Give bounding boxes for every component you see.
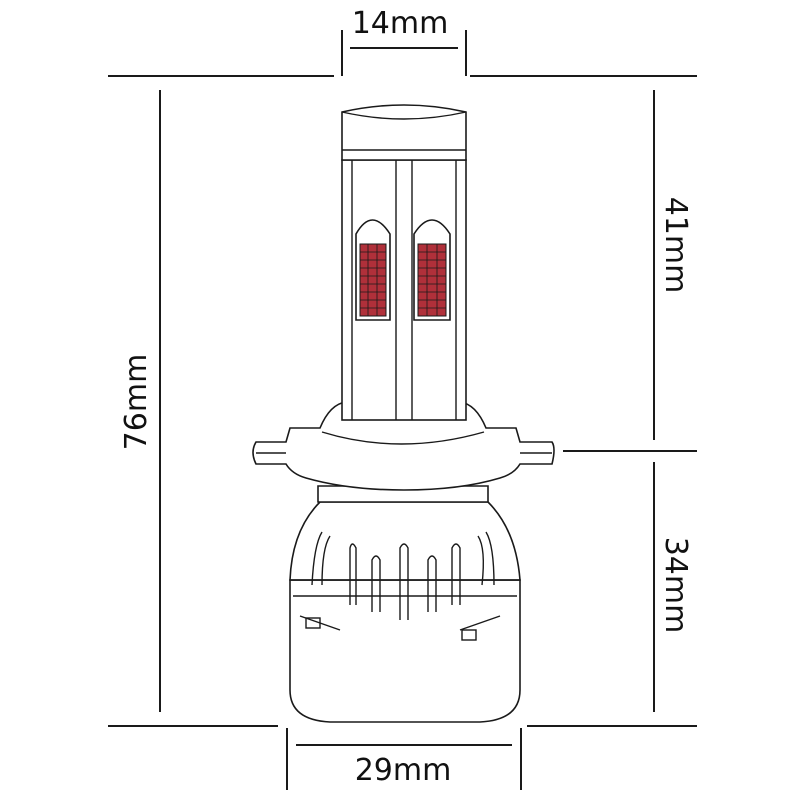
label-lower-height: 34mm <box>658 537 693 634</box>
dimension-upper-height: 41mm <box>653 90 693 440</box>
led-bulb <box>252 104 555 723</box>
bulb-heatsink <box>289 501 521 723</box>
label-top-width: 14mm <box>352 6 449 41</box>
dimension-lower-height: 34mm <box>653 462 693 712</box>
bulb-collar <box>317 485 489 503</box>
dimension-base-width: 29mm <box>286 728 522 790</box>
label-upper-height: 41mm <box>658 197 693 294</box>
dimension-top-width: 14mm <box>108 6 697 77</box>
label-total-height: 76mm <box>119 354 154 451</box>
led-chip-right <box>413 219 451 321</box>
led-chip-left <box>355 219 391 321</box>
dimension-total-height: 76mm <box>119 90 161 712</box>
label-base-width: 29mm <box>355 753 452 788</box>
